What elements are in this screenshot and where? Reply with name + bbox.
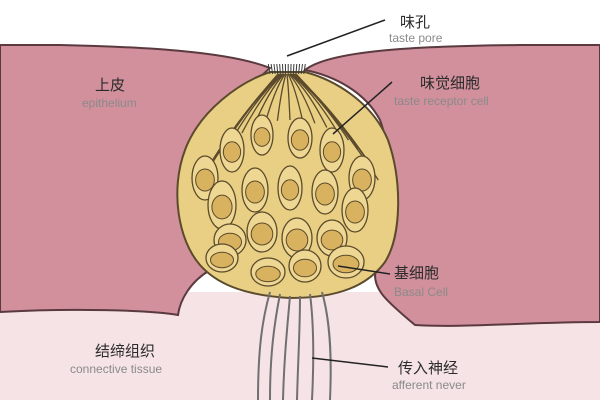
cilium (270, 63, 274, 75)
epithelium-right (302, 44, 600, 327)
label-afferent-zh: 传入神经 (398, 359, 458, 377)
cell-body (246, 211, 278, 253)
cell-body (277, 165, 303, 211)
cell-process-line (241, 73, 284, 134)
leader-receptor-cell (332, 81, 393, 135)
cilium (273, 63, 276, 75)
cell-body (327, 245, 365, 279)
label-afferent-en: afferent never (392, 378, 466, 392)
label-basal-cell-en: Basal Cell (394, 285, 448, 299)
nerve-fibers (257, 291, 332, 400)
label-epithelium-zh: 上皮 (95, 76, 125, 94)
leader-taste-pore (286, 19, 386, 57)
cell-body (207, 180, 237, 230)
label-taste-pore-zh: 味孔 (400, 13, 430, 31)
cell-process-line (289, 73, 328, 128)
label-receptor-cell-zh: 味觉细胞 (420, 74, 480, 92)
cilium (279, 63, 281, 75)
label-receptor-cell-en: taste receptor cell (394, 94, 489, 108)
cilium (267, 63, 271, 75)
cell-process-line (286, 73, 291, 121)
cilium (276, 63, 279, 75)
label-connective-en: connective tissue (70, 362, 162, 376)
cell-body (287, 117, 313, 159)
cell-body (288, 249, 322, 283)
cell-body (250, 114, 274, 156)
leader-lines (286, 19, 393, 368)
cilium (282, 63, 284, 75)
cell-process-line (288, 73, 316, 124)
leader-afferent-nerve (311, 357, 389, 368)
cilium (303, 63, 306, 75)
cell-body (341, 187, 369, 233)
cell-body (311, 169, 339, 215)
label-basal-cell-zh: 基细胞 (394, 264, 439, 282)
cilium (292, 63, 295, 75)
cell-body (319, 127, 345, 173)
label-connective-zh: 结缔组织 (95, 342, 155, 360)
cell-body (205, 243, 239, 273)
cilium (295, 63, 298, 75)
cell-body (281, 217, 313, 259)
label-epithelium-en: epithelium (82, 96, 137, 110)
cell-process-line (276, 73, 287, 121)
cell-process-line (290, 73, 339, 134)
taste-pore-cilia (267, 63, 306, 75)
cell-body (250, 257, 286, 287)
label-taste-pore-en: taste pore (389, 31, 443, 45)
cell-process-line (287, 73, 304, 121)
cell-body (219, 127, 245, 173)
cilium (300, 63, 303, 75)
cell-body (241, 167, 269, 213)
leader-basal-cell (337, 265, 391, 275)
cilium (298, 63, 301, 75)
